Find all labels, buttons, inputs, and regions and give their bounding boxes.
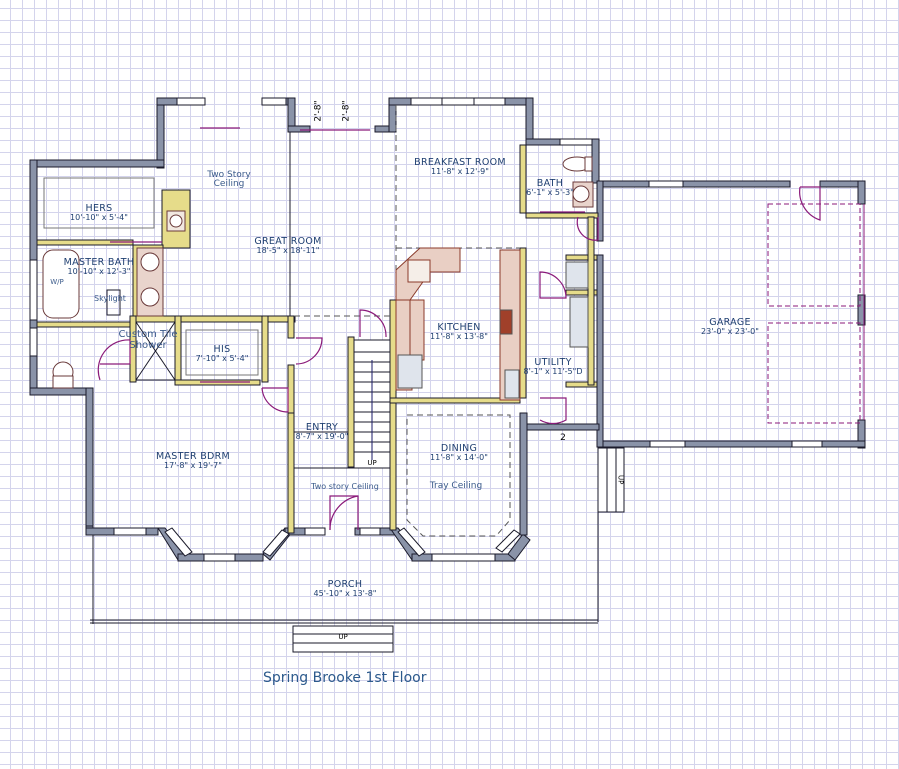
room-label-hers: HERS 10'-10" x 5'-4"	[70, 204, 128, 222]
room-name: PORCH	[327, 579, 363, 590]
stairs	[292, 339, 625, 653]
closet-shelves	[43, 177, 259, 376]
room-dims: 10'-10" x 12'-3"	[67, 266, 131, 276]
room-label-bath: BATH 6'-1" x 5'-3"	[526, 179, 574, 197]
note-tray-ceiling: Tray Ceiling	[429, 481, 483, 491]
note-whirlpool: W/P	[50, 278, 64, 286]
note-line: Ceiling	[213, 179, 245, 190]
stair-up-garage: UP	[616, 474, 625, 485]
room-dims: 7'-10" x 5'-4"	[195, 353, 249, 363]
room-dims: 8'-1" x 11'-5"D	[523, 366, 583, 376]
room-name: GARAGE	[709, 317, 751, 328]
room-dims: 11'-8" x 13'-8"	[430, 331, 488, 341]
room-name: MASTER BATH	[63, 257, 135, 268]
window-dim-2: 2'-8"	[341, 100, 352, 122]
room-name: DINING	[440, 443, 478, 454]
kitchen-counters	[395, 247, 521, 401]
bath-fixtures	[42, 156, 594, 389]
room-name: ENTRY	[305, 422, 339, 433]
room-dims: 23'-0" x 23'-0"	[701, 326, 759, 336]
room-label-great-room: GREAT ROOM 18'-5" x 18'-11"	[254, 237, 321, 255]
note-line: Custom Tile	[118, 329, 178, 340]
room-label-master-bdrm: MASTER BDRM 17'-8" x 19'-7"	[156, 452, 230, 470]
room-label-his: HIS 7'-10" x 5'-4"	[196, 345, 249, 363]
windows	[29, 97, 823, 562]
window-dim-1: 2'-8"	[313, 100, 324, 122]
exterior-walls	[29, 97, 866, 562]
room-name: KITCHEN	[437, 322, 481, 333]
room-name: HERS	[85, 203, 113, 214]
note-line: Two Story	[207, 170, 251, 180]
door-swings	[97, 127, 821, 531]
room-label-dining: DINING 11'-8" x 14'-0"	[430, 444, 488, 462]
room-name: HIS	[213, 344, 231, 355]
room-label-master-bath: MASTER BATH 10'-10" x 12'-3"	[64, 258, 135, 276]
room-name: BREAKFAST ROOM	[414, 157, 506, 168]
room-name: BATH	[536, 178, 564, 189]
appliances	[397, 261, 589, 399]
room-name: MASTER BDRM	[155, 451, 231, 462]
room-label-kitchen: KITCHEN 11'-8" x 13'-8"	[430, 323, 488, 341]
room-name: GREAT ROOM	[254, 236, 322, 247]
room-dims: 8'-7" x 19'-0"	[295, 431, 349, 441]
shower-outline	[135, 321, 176, 381]
room-label-garage: GARAGE 23'-0" x 23'-0"	[701, 318, 759, 336]
room-name: UTILITY	[534, 357, 572, 368]
note-skylight: Skylight	[94, 294, 126, 303]
room-dims: 10'-10" x 5'-4"	[70, 212, 128, 222]
plan-title: Spring Brooke 1st Floor	[263, 670, 427, 686]
note-line: Shower	[129, 339, 167, 351]
room-dims: 17'-8" x 19'-7"	[164, 460, 222, 470]
room-label-breakfast-room: BREAKFAST ROOM 11'-8" x 12'-9"	[414, 158, 506, 176]
room-dims: 45'-10" x 13'-8"	[313, 588, 377, 598]
garage-doors	[767, 203, 861, 424]
step-dim-marker: 2	[560, 433, 566, 443]
room-label-utility: UTILITY 8'-1" x 11'-5"D	[524, 358, 583, 376]
note-custom-tile-shower: Custom Tile Shower	[118, 329, 178, 351]
room-dims: 18'-5" x 18'-11"	[256, 245, 320, 255]
note-two-story-ceiling-entry: Two story Ceiling	[311, 482, 379, 491]
stair-up-porch: UP	[338, 633, 348, 641]
room-dims: 6'-1" x 5'-3"	[526, 187, 574, 197]
room-label-entry: ENTRY 8'-7" x 19'-0"	[296, 423, 349, 441]
room-dims: 11'-8" x 14'-0"	[430, 452, 488, 462]
room-dims: 11'-8" x 12'-9"	[431, 166, 489, 176]
note-two-story-ceiling-great-room: Two Story Ceiling	[207, 170, 251, 190]
room-label-porch: PORCH 45'-10" x 13'-8"	[314, 580, 377, 598]
stair-up-entry: UP	[367, 459, 377, 467]
